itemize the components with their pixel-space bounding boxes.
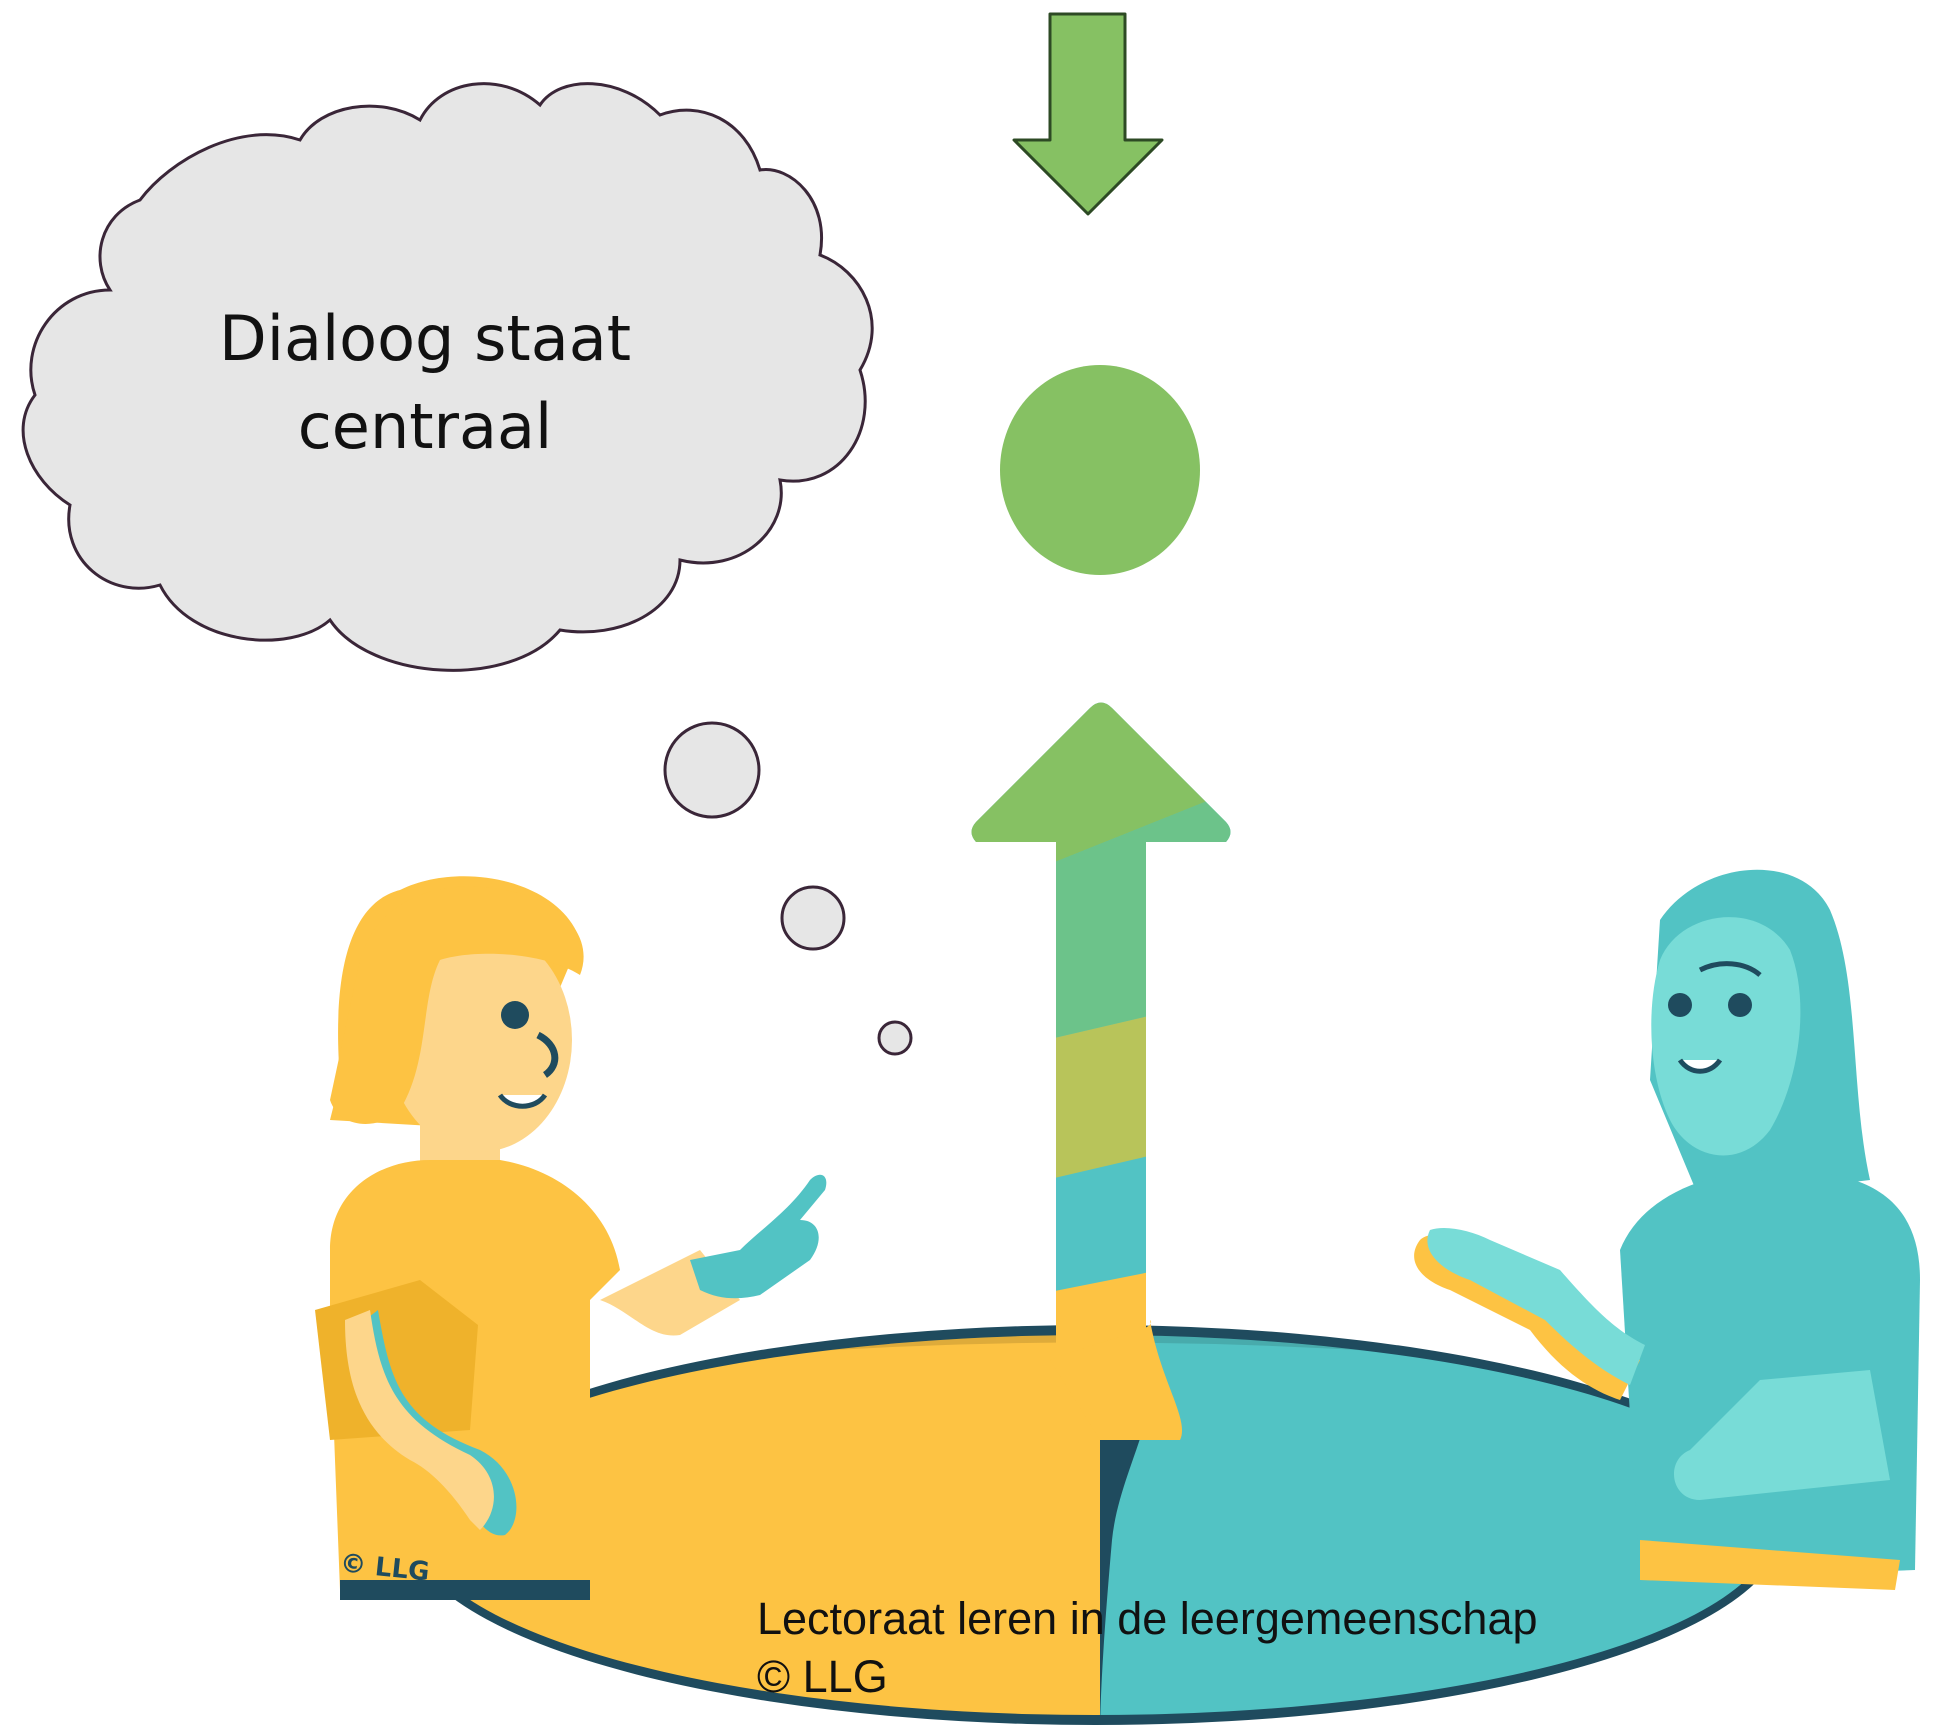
thought-cloud bbox=[21, 82, 913, 1056]
cloud-caption: Dialoog staat centraal bbox=[130, 295, 720, 471]
green-dot bbox=[1000, 365, 1200, 575]
cloud-line-2: centraal bbox=[297, 390, 553, 463]
right-person bbox=[1414, 869, 1920, 1590]
down-arrow-icon bbox=[1012, 12, 1164, 216]
left-person bbox=[315, 876, 827, 1600]
footer-line-1: Lectoraat leren in de leergemeenschap bbox=[757, 1593, 1538, 1644]
cloud-line-1: Dialoog staat bbox=[218, 302, 632, 375]
footer-caption: Lectoraat leren in de leergemeenschap © … bbox=[757, 1590, 1538, 1706]
footer-line-2: © LLG bbox=[757, 1651, 888, 1702]
up-arrow-icon bbox=[971, 702, 1231, 1380]
